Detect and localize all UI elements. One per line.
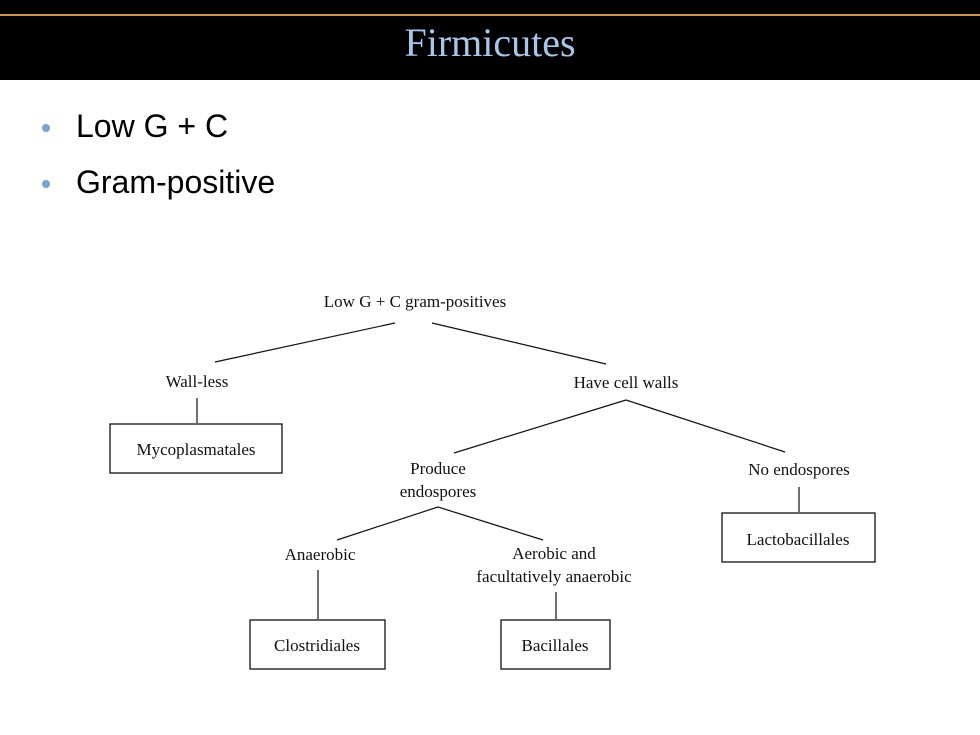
bullet-text: Low G + C <box>76 107 229 144</box>
node-anaerobic-label: Anaerobic <box>285 545 356 564</box>
node-aerobic-label: Aerobic and <box>512 544 596 563</box>
edge-cell-walls-no-endospores <box>625 399 786 453</box>
edge-cell-walls-produce <box>453 399 627 454</box>
box-mycoplasmatales <box>109 423 283 474</box>
box-clostridiales <box>249 619 386 670</box>
edge-produce-aerobic <box>437 506 544 541</box>
bullet-item: Gram-positive <box>42 154 275 210</box>
node-lactobacillales-label: Lactobacillales <box>747 530 850 549</box>
node-produce-endospores-label: Produce <box>410 459 466 478</box>
bullet-text: Gram-positive <box>76 163 276 200</box>
node-wall-less-label: Wall-less <box>166 372 229 391</box>
edge-root-wall-less <box>214 322 396 363</box>
node-no-endospores-label: No endospores <box>748 460 850 479</box>
box-lactobacillales <box>721 512 876 563</box>
bullet-item: Low G + C <box>42 98 275 154</box>
bullet-dot-icon <box>42 124 50 132</box>
node-mycoplasmatales-label: Mycoplasmatales <box>137 440 256 459</box>
node-root-label: Low G + C gram-positives <box>324 292 506 311</box>
slide-title: Firmicutes <box>404 20 576 65</box>
bullet-dot-icon <box>42 180 50 188</box>
edge-root-cell-walls <box>431 322 607 365</box>
node-have-cell-walls-label: Have cell walls <box>574 373 679 392</box>
box-bacillales <box>500 619 611 670</box>
node-clostridiales-label: Clostridiales <box>274 636 360 655</box>
title-bar: Firmicutes <box>0 0 980 80</box>
node-bacillales-label: Bacillales <box>521 636 588 655</box>
node-aerobic-label: facultatively anaerobic <box>476 567 632 586</box>
title-accent-rule <box>0 14 980 16</box>
node-produce-endospores-label: endospores <box>400 482 476 501</box>
bullet-list: Low G + C Gram-positive <box>42 98 275 210</box>
edge-produce-anaerobic <box>336 506 439 541</box>
